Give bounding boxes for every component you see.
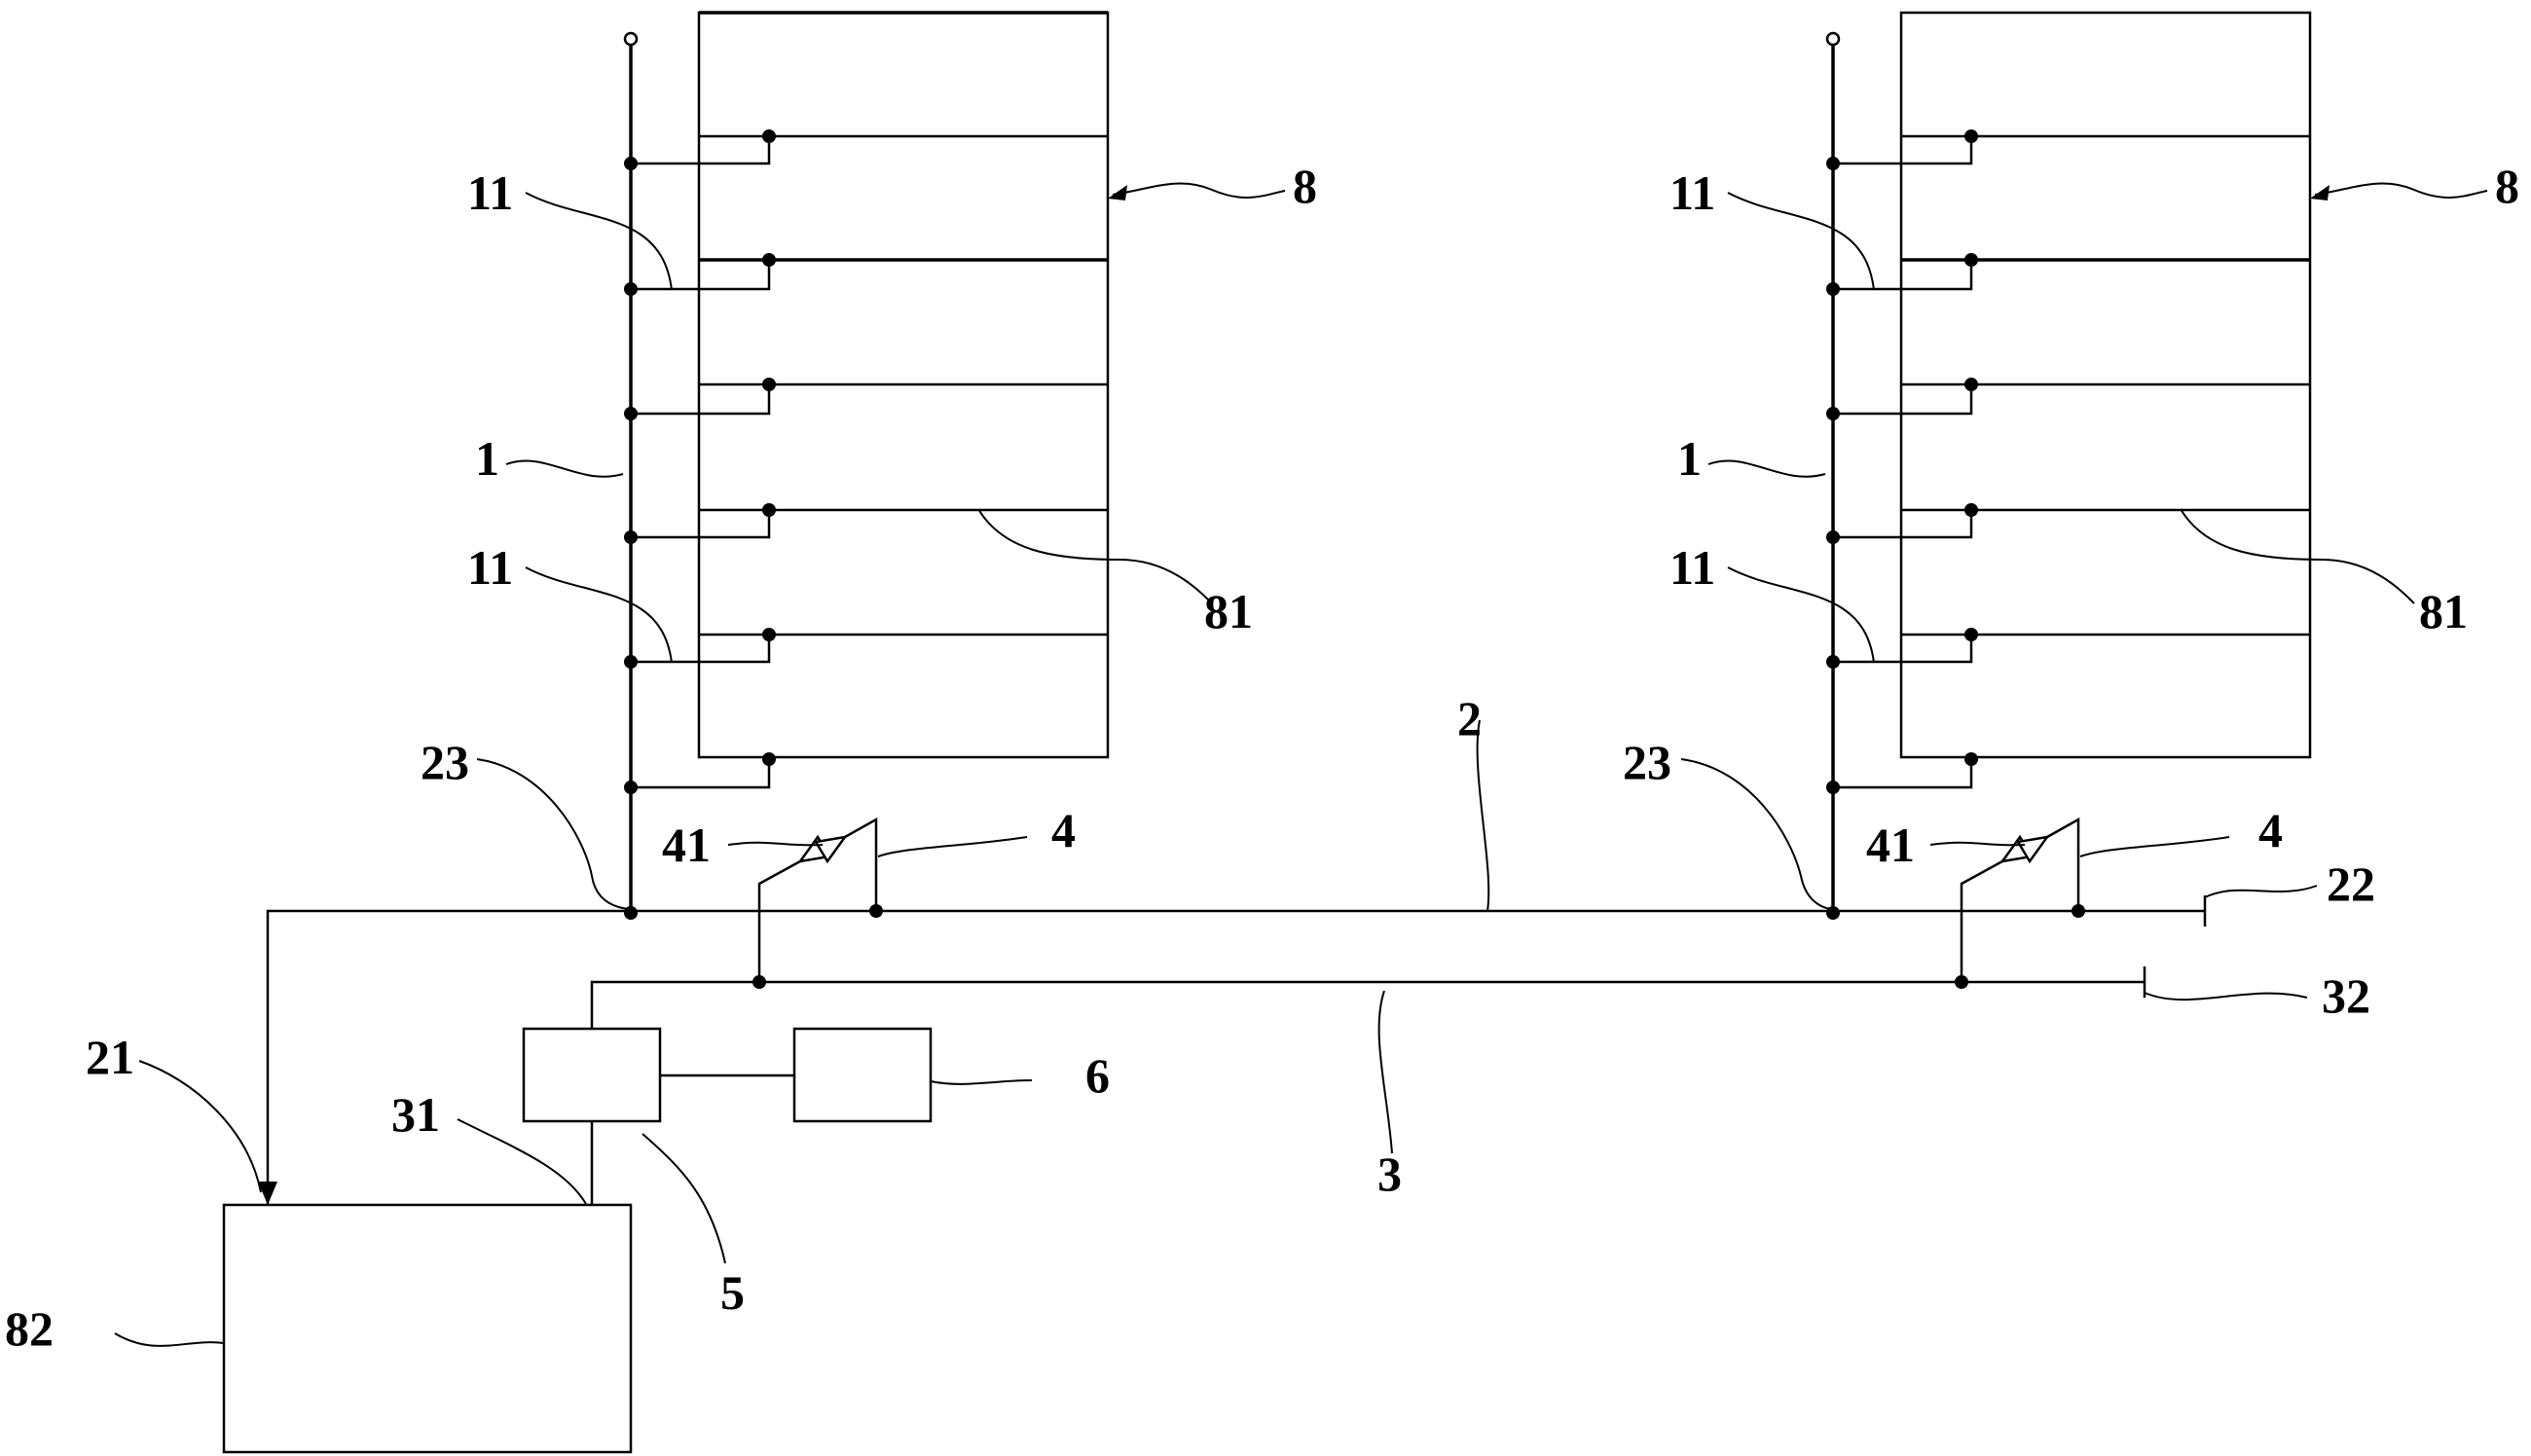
right-floor-lines bbox=[1901, 134, 2310, 637]
label-21: 21 bbox=[86, 1030, 134, 1084]
label-11-right-upper: 11 bbox=[1669, 165, 1715, 220]
label-41-left: 41 bbox=[662, 818, 711, 872]
right-branches bbox=[1833, 136, 1973, 789]
right-riser-top-vent bbox=[1825, 31, 1841, 47]
pump-unit-box bbox=[522, 1027, 662, 1123]
label-8-left: 8 bbox=[1293, 159, 1317, 213]
reference-labels: 11 11 1 8 81 23 41 4 2 21 31 6 5 3 82 11… bbox=[5, 159, 2519, 1356]
label-1-left: 1 bbox=[475, 431, 499, 486]
label-22: 22 bbox=[2327, 856, 2375, 911]
label-23-right: 23 bbox=[1623, 735, 1671, 789]
right-building-assembly bbox=[1825, 11, 2312, 989]
tank-box bbox=[222, 1203, 633, 1454]
left-bypass-with-valve bbox=[752, 817, 883, 989]
right-bypass-with-valve bbox=[1955, 817, 2085, 989]
main-supply-pipe bbox=[258, 895, 2207, 1205]
left-riser bbox=[623, 31, 639, 911]
label-5: 5 bbox=[720, 1265, 745, 1320]
label-81-right: 81 bbox=[2419, 584, 2468, 638]
label-23-left: 23 bbox=[421, 735, 469, 789]
controller-box bbox=[792, 1027, 933, 1123]
label-31: 31 bbox=[391, 1087, 440, 1142]
label-11-left-upper: 11 bbox=[467, 165, 513, 220]
label-11-right-lower: 11 bbox=[1669, 540, 1715, 595]
label-2: 2 bbox=[1457, 691, 1482, 746]
left-floor-lines bbox=[699, 134, 1108, 637]
return-pipe bbox=[590, 966, 2146, 1029]
label-82: 82 bbox=[5, 1301, 54, 1356]
right-junction-dots bbox=[1826, 129, 1978, 920]
right-riser bbox=[1825, 31, 1841, 911]
left-branches bbox=[631, 136, 771, 789]
label-4-left: 4 bbox=[1051, 803, 1076, 857]
left-riser-top-vent bbox=[623, 31, 639, 47]
label-3: 3 bbox=[1377, 1147, 1402, 1201]
label-6: 6 bbox=[1085, 1048, 1110, 1103]
label-8-right: 8 bbox=[2495, 159, 2519, 213]
left-building-assembly bbox=[623, 11, 1110, 989]
leader-lines bbox=[114, 182, 2488, 1347]
label-4-right: 4 bbox=[2258, 803, 2283, 857]
label-1-right: 1 bbox=[1677, 431, 1702, 486]
label-11-left-lower: 11 bbox=[467, 540, 513, 595]
label-32: 32 bbox=[2322, 968, 2370, 1023]
label-81-left: 81 bbox=[1204, 584, 1253, 638]
label-41-right: 41 bbox=[1866, 818, 1915, 872]
